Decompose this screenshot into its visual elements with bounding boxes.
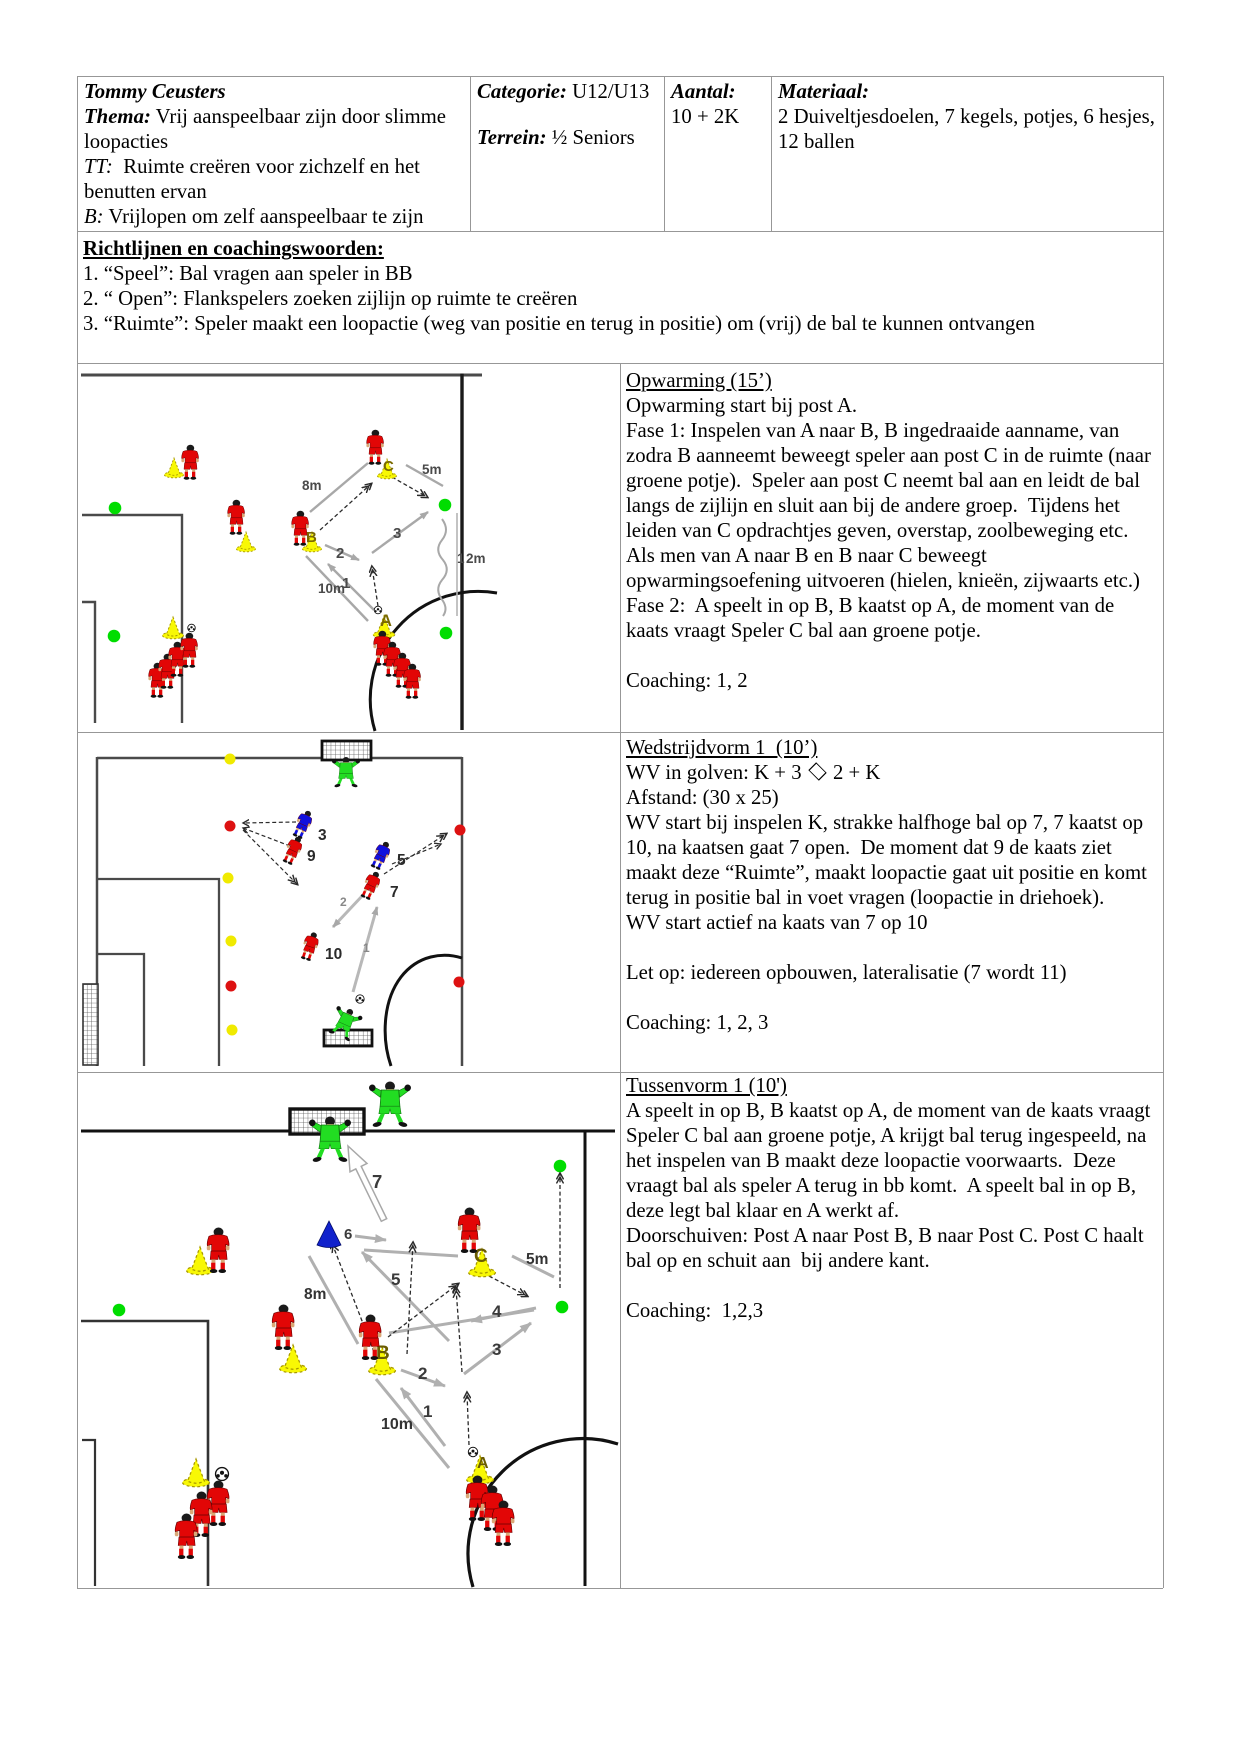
svg-text:6: 6 [344,1226,352,1243]
svg-text:B: B [306,529,317,546]
svg-text:2: 2 [336,545,344,562]
svg-text:3: 3 [492,1340,501,1359]
svg-text:2: 2 [340,895,347,909]
svg-text:7: 7 [372,1171,382,1192]
svg-text:4: 4 [492,1302,502,1321]
svg-text:5: 5 [391,1270,400,1289]
svg-text:1: 1 [363,941,370,955]
svg-text:A: A [477,1455,489,1472]
svg-text:1: 1 [342,575,350,592]
svg-text:7: 7 [390,884,399,901]
svg-text:8m: 8m [302,478,322,493]
svg-text:3: 3 [393,525,401,542]
svg-text:8m: 8m [304,1286,326,1303]
svg-text:10: 10 [325,946,342,963]
svg-text:9: 9 [307,848,316,865]
svg-text:3: 3 [318,827,327,844]
svg-text:B: B [376,1343,390,1364]
svg-text:2: 2 [418,1364,427,1383]
svg-text:10m: 10m [381,1416,413,1433]
svg-text:5m: 5m [422,462,442,477]
svg-text:A: A [380,612,392,630]
svg-text:10m: 10m [318,581,345,596]
svg-text:C: C [383,458,394,475]
svg-text:1: 1 [457,551,465,566]
svg-text:5m: 5m [526,1251,548,1268]
svg-text:1: 1 [423,1402,432,1421]
svg-text:2m: 2m [466,551,486,566]
svg-text:5: 5 [397,852,406,869]
svg-text:C: C [474,1246,488,1267]
